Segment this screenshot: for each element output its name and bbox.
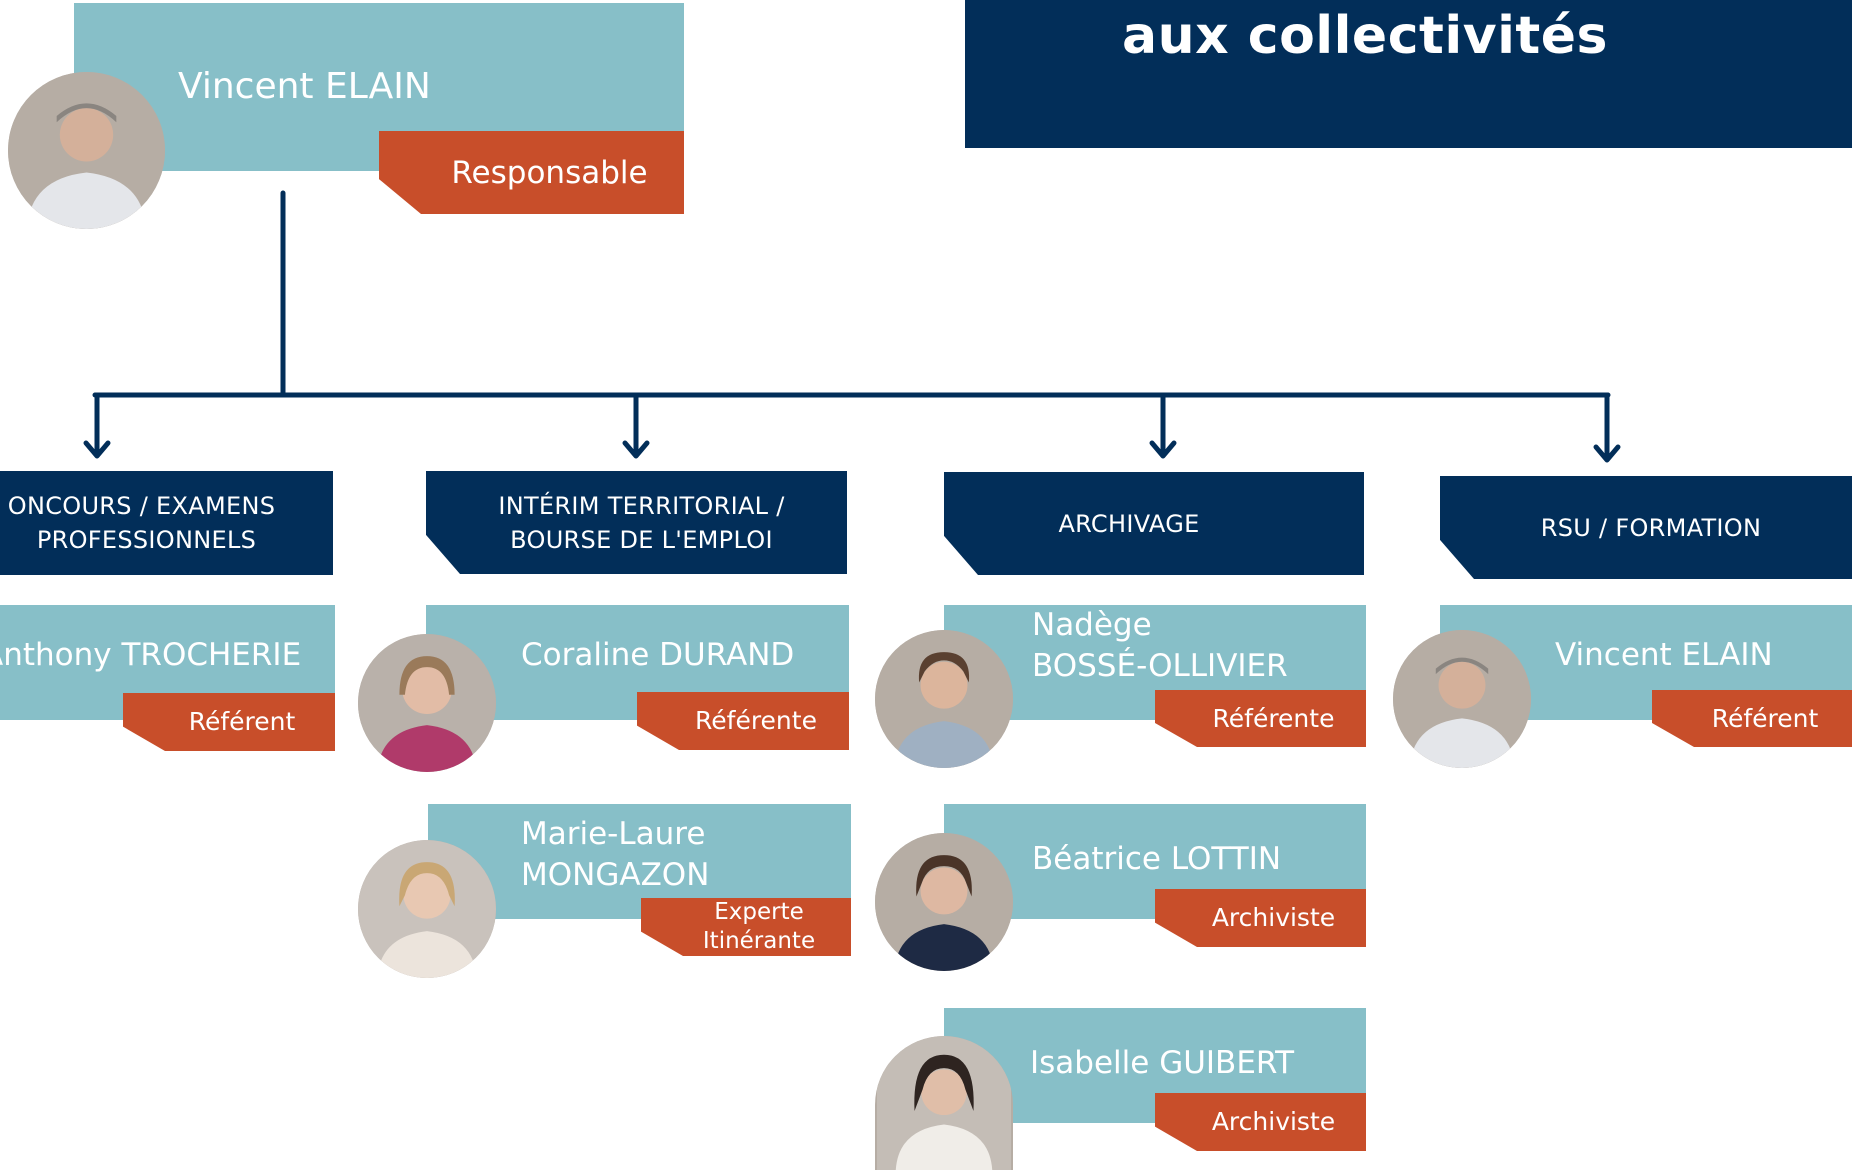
branch-3-arrow-icon (1149, 440, 1177, 459)
member-name-line: BOSSÉ-OLLIVIER (1032, 648, 1288, 684)
department-title-line: INTÉRIM TERRITORIAL / (498, 491, 785, 520)
member-name-line: MONGAZON (521, 857, 710, 893)
department-title-line: RSU / FORMATION (1540, 513, 1762, 542)
manager-photo-avatar (8, 72, 165, 229)
member-role: Référent (188, 707, 296, 736)
member-photo-avatar (1393, 630, 1531, 768)
department-title-line: ONCOURS / EXAMENS (7, 492, 276, 520)
banner-title: aux collectivités (1121, 6, 1609, 66)
member-name: Béatrice LOTTIN (1032, 841, 1282, 877)
department-title-line: ARCHIVAGE (1058, 509, 1200, 538)
member-name-line: Nadège (1032, 607, 1152, 643)
member-photo-avatar (358, 840, 496, 978)
member-role: Archiviste (1211, 1107, 1336, 1136)
member-role-line: Itinérante (702, 928, 816, 954)
member-role-badge: Experte Itinérante (641, 898, 851, 956)
member-name: Coraline DURAND (521, 637, 795, 673)
member-photo-avatar (358, 634, 496, 772)
member-role: Référent (1711, 703, 1819, 733)
member-name: Vincent ELAIN (1555, 637, 1773, 673)
member-photo-avatar (875, 630, 1013, 768)
member-role-badge: Référent (123, 693, 335, 751)
department-header-concours: ONCOURS / EXAMENS PROFESSIONNELS (0, 471, 333, 575)
member-role: Référente (1212, 703, 1335, 733)
member-role-badge: Archiviste (1155, 889, 1366, 947)
member-photo-avatar (875, 1036, 1013, 1170)
member-name: Anthony TROCHERIE (0, 637, 302, 673)
member-role-badge: Archiviste (1155, 1093, 1366, 1151)
branch-1-arrow-icon (83, 440, 111, 459)
member-photo-avatar (875, 833, 1013, 971)
manager-name: Vincent ELAIN (178, 66, 431, 107)
manager-role-badge: Responsable (379, 131, 684, 214)
manager-role: Responsable (451, 154, 648, 191)
department-title-line: BOURSE DE L'EMPLOI (510, 525, 773, 554)
member-role-line: Experte (714, 899, 804, 925)
member-name-box: Marie-Laure MONGAZON (428, 804, 851, 919)
member-role: Archiviste (1211, 903, 1336, 932)
header-banner (965, 0, 1852, 148)
department-title-line: PROFESSIONNELS (36, 526, 257, 554)
branch-2-arrow-icon (622, 440, 650, 459)
member-name-line: Marie-Laure (521, 816, 706, 852)
department-header-rsu: RSU / FORMATION (1440, 476, 1852, 579)
member-role: Référente (695, 706, 817, 735)
department-header-interim: INTÉRIM TERRITORIAL / BOURSE DE L'EMPLOI (426, 471, 847, 574)
member-role-badge: Référente (637, 692, 849, 750)
member-name: Isabelle GUIBERT (1030, 1045, 1295, 1081)
member-role-badge: Référent (1652, 690, 1852, 747)
branch-4-arrow-icon (1593, 444, 1621, 463)
member-role-badge: Référente (1155, 690, 1366, 747)
department-header-archivage: ARCHIVAGE (944, 472, 1364, 575)
